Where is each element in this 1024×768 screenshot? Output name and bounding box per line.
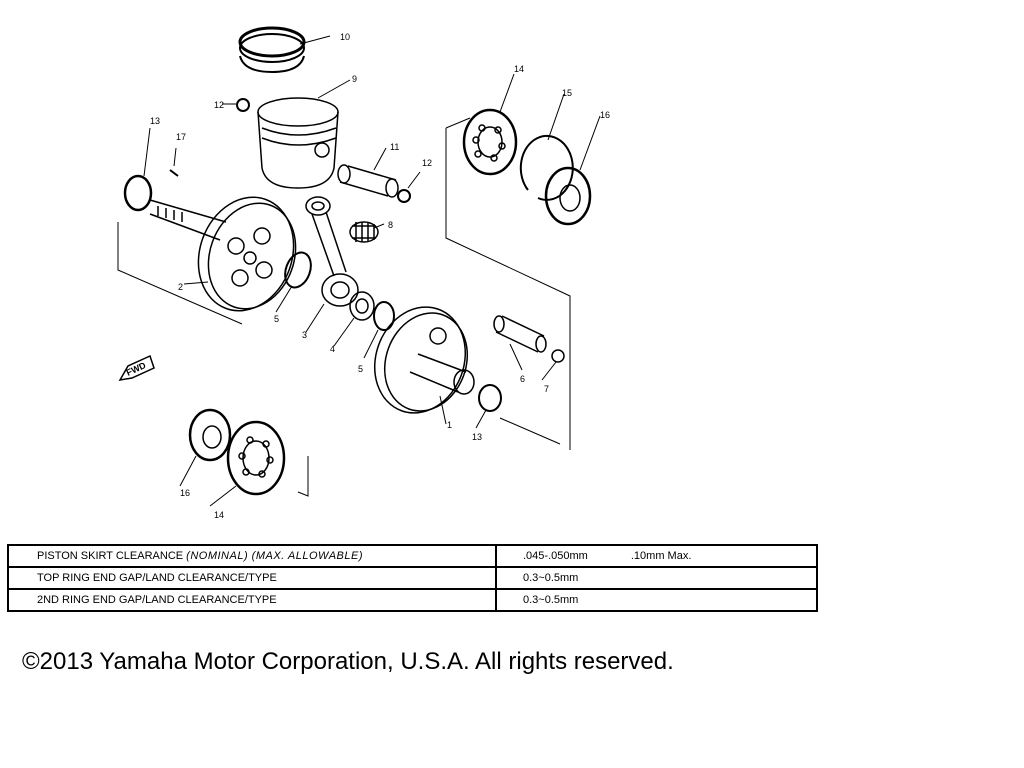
- oil-seal-left-drawing: [123, 174, 153, 212]
- callout-14: 14: [214, 510, 224, 520]
- fwd-arrow-icon: [118, 354, 155, 381]
- row-label-italic: (NOMINAL) (MAX. ALLOWABLE): [186, 550, 363, 562]
- piston-rings-drawing: [238, 26, 306, 74]
- table-cell-label: TOP RING END GAP/LAND CLEARANCE/TYPE: [7, 566, 497, 590]
- callout-9: 9: [352, 74, 357, 84]
- group-brackets: [117, 117, 571, 497]
- bearing-lower-drawing: [226, 420, 286, 496]
- callout-13: 13: [150, 116, 160, 126]
- callout-16: 16: [600, 110, 610, 120]
- callout-8: 8: [388, 220, 393, 230]
- leader-lines: [143, 35, 601, 507]
- connecting-rod-drawing: [305, 196, 359, 307]
- table-row: 2ND RING END GAP/LAND CLEARANCE/TYPE 0.3…: [7, 588, 818, 612]
- row-value: 0.3~0.5mm: [523, 594, 579, 606]
- callout-1: 1: [447, 420, 452, 430]
- table-row: TOP RING END GAP/LAND CLEARANCE/TYPE 0.3…: [7, 566, 818, 590]
- callout-12: 12: [422, 158, 432, 168]
- piston-drawing: [257, 97, 339, 189]
- oil-seal-lower-drawing: [188, 408, 232, 462]
- callout-3: 3: [302, 330, 307, 340]
- callout-17: 17: [176, 132, 186, 142]
- callout-2: 2: [178, 282, 183, 292]
- callout-11: 11: [390, 142, 399, 152]
- fwd-label: FWD: [125, 360, 148, 378]
- callout-5: 5: [358, 364, 363, 374]
- callout-4: 4: [330, 344, 335, 354]
- row-value-max: .10mm Max.: [630, 550, 692, 562]
- clip-lower-drawing: [397, 189, 411, 203]
- bearing-upper-drawing: [462, 108, 518, 176]
- callout-7: 7: [544, 384, 549, 394]
- row-value: .045-.050mm: [523, 550, 588, 562]
- callout-12: 12: [214, 100, 224, 110]
- piston-pin-drawing: [337, 164, 399, 198]
- pin-plug-drawing: [551, 349, 565, 363]
- table-cell-value: 0.3~0.5mm: [495, 566, 818, 590]
- table-row: PISTON SKIRT CLEARANCE (NOMINAL) (MAX. A…: [7, 544, 818, 568]
- row-label: TOP RING END GAP/LAND CLEARANCE/TYPE: [37, 572, 277, 584]
- small-end-bearing-drawing: [349, 221, 379, 243]
- callout-16: 16: [180, 488, 190, 498]
- row-value: 0.3~0.5mm: [523, 572, 579, 584]
- clearance-spec-table: PISTON SKIRT CLEARANCE (NOMINAL) (MAX. A…: [7, 544, 818, 612]
- callout-14: 14: [514, 64, 524, 74]
- callout-10: 10: [340, 32, 350, 42]
- callout-13: 13: [472, 432, 482, 442]
- big-end-bearing-drawing: [349, 291, 375, 321]
- row-label: 2ND RING END GAP/LAND CLEARANCE/TYPE: [37, 594, 277, 606]
- thrust-washer-left-drawing: [284, 251, 312, 289]
- thrust-washer-right-drawing: [373, 301, 395, 331]
- woodruff-key-drawing: [169, 169, 179, 177]
- crank-pin-drawing: [493, 315, 547, 353]
- callout-15: 15: [562, 88, 572, 98]
- table-cell-label: PISTON SKIRT CLEARANCE (NOMINAL) (MAX. A…: [7, 544, 497, 568]
- clip-upper-drawing: [236, 98, 250, 112]
- row-label: PISTON SKIRT CLEARANCE: [37, 550, 184, 562]
- crank-left-drawing: [149, 196, 297, 312]
- table-cell-label: 2ND RING END GAP/LAND CLEARANCE/TYPE: [7, 588, 497, 612]
- oil-seal-upper-drawing: [544, 166, 592, 226]
- oil-seal-right-drawing: [478, 384, 502, 412]
- copyright-notice: ©2013 Yamaha Motor Corporation, U.S.A. A…: [22, 648, 674, 675]
- table-cell-value: 0.3~0.5mm: [495, 588, 818, 612]
- callout-6: 6: [520, 374, 525, 384]
- callout-5: 5: [274, 314, 279, 324]
- crank-right-drawing: [373, 306, 475, 414]
- table-cell-value: .045-.050mm .10mm Max.: [495, 544, 818, 568]
